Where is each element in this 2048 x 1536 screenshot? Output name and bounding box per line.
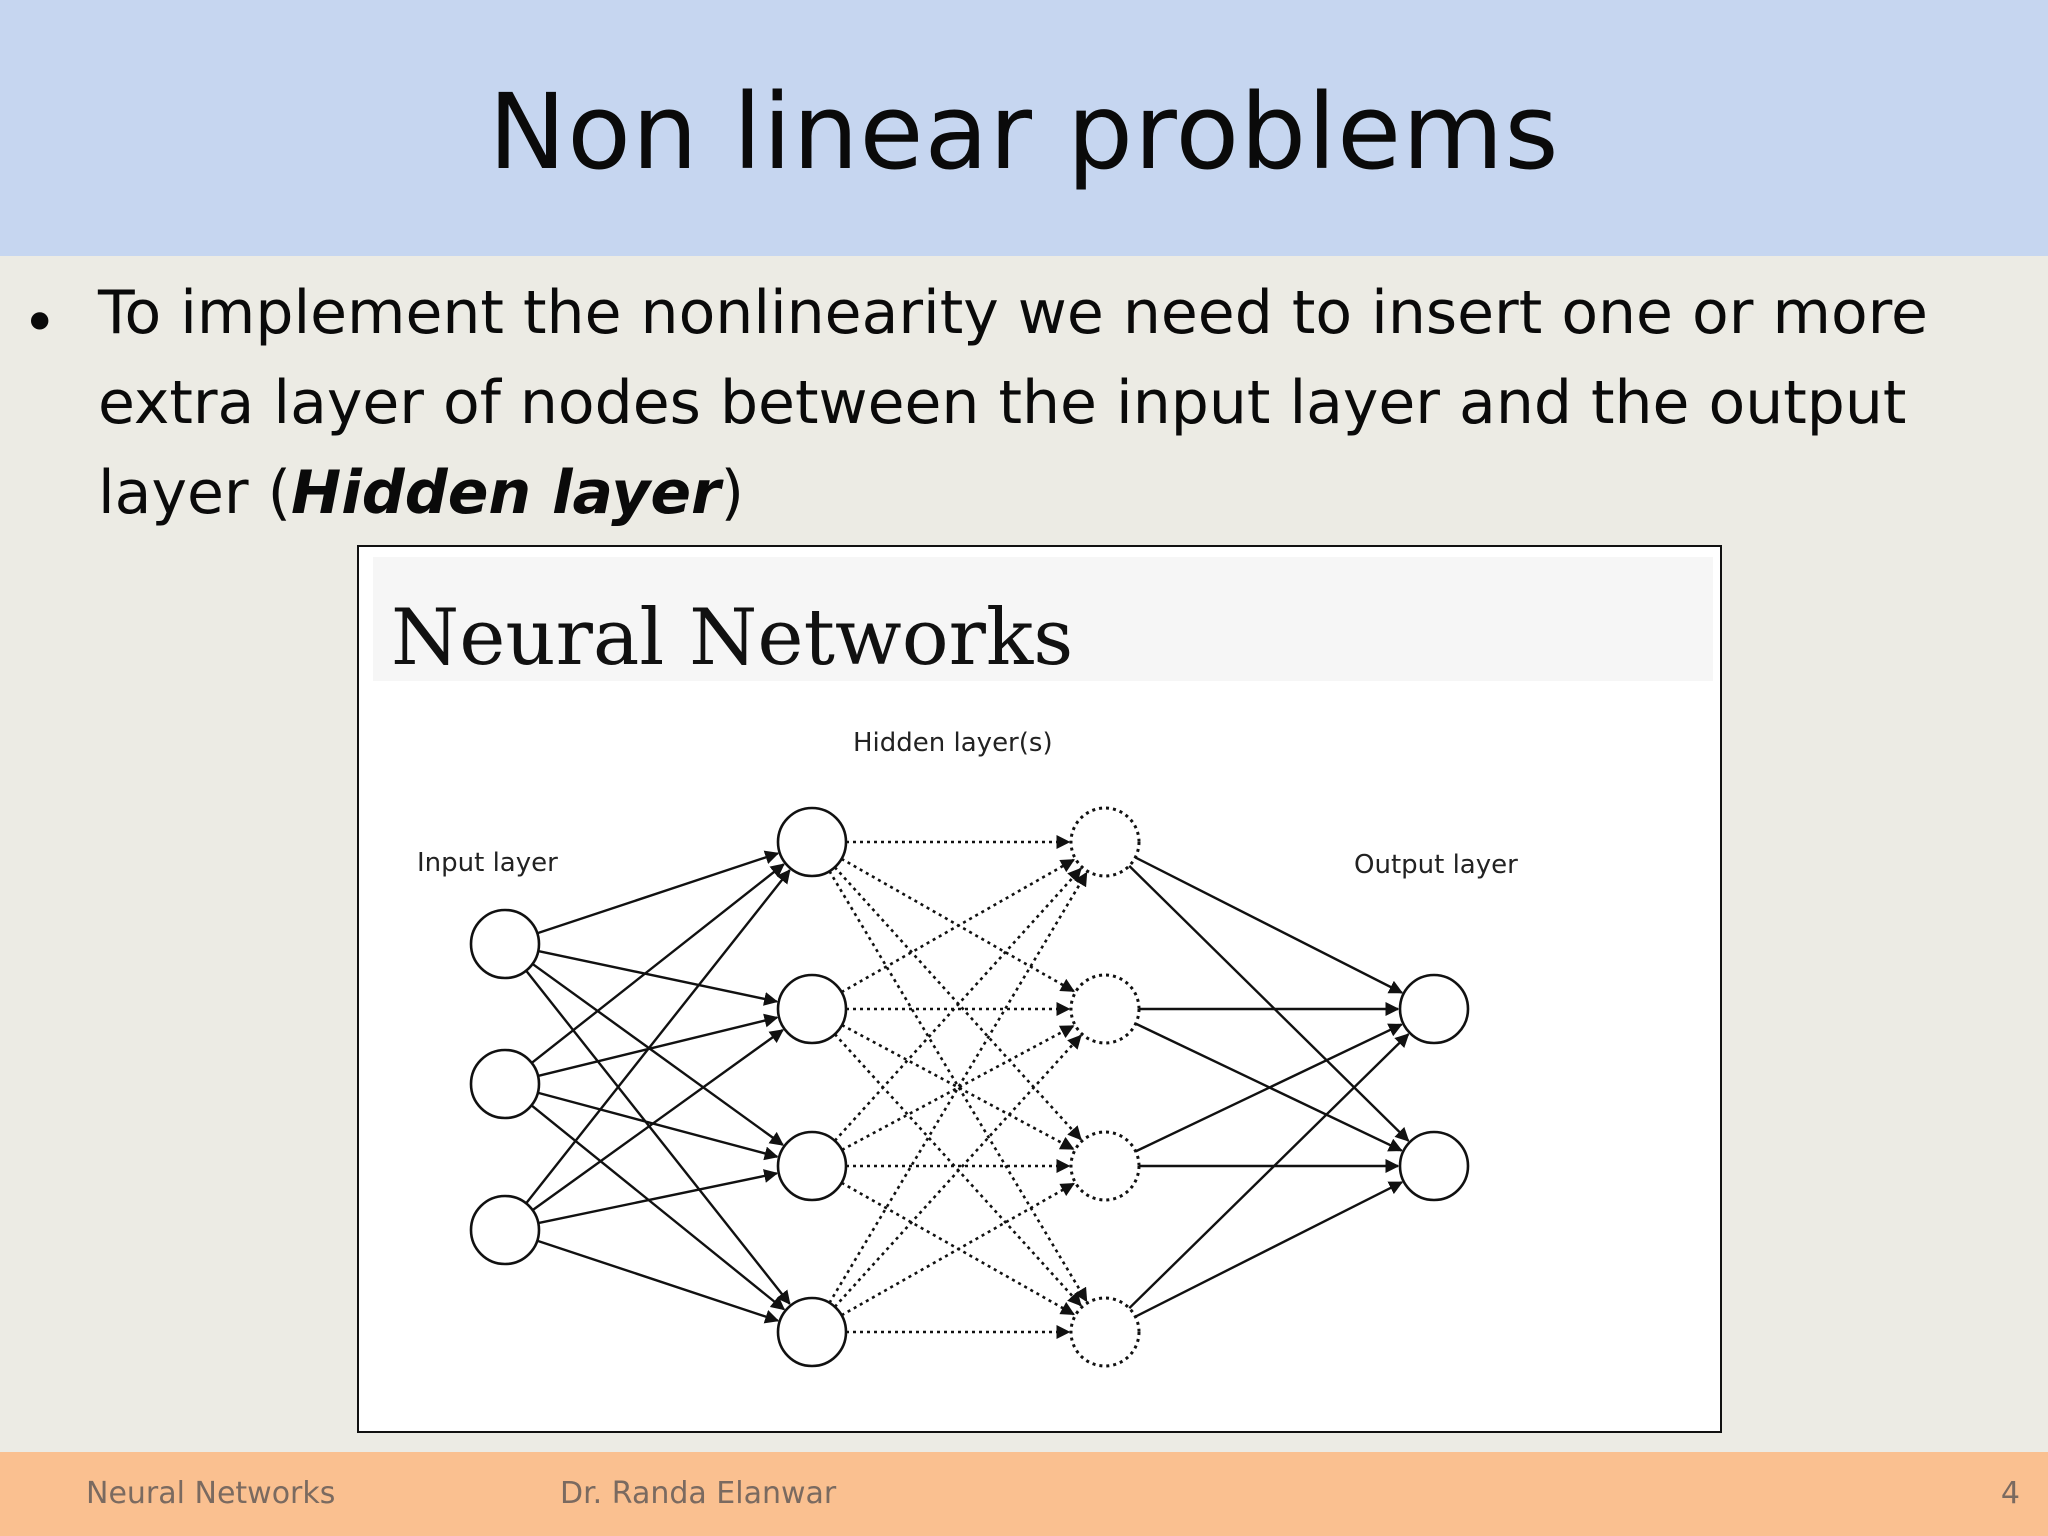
input-layer-label: Input layer (417, 848, 558, 878)
edge-input-3-to-hidden1-4 (536, 1239, 780, 1324)
edges (525, 835, 1410, 1339)
edge-hidden1-2-to-hidden2-1 (840, 858, 1075, 994)
output-node-2 (1398, 1130, 1470, 1202)
input-node-3 (469, 1194, 541, 1266)
edge-hidden1-2-to-hidden2-3 (841, 1023, 1075, 1151)
edge-hidden1-4-to-hidden2-2 (833, 1034, 1082, 1308)
edge-hidden2-3-to-output-1 (1135, 1023, 1403, 1153)
edge-input-2-to-hidden1-4 (530, 1104, 786, 1311)
edge-hidden1-4-to-hidden2-3 (840, 1182, 1075, 1317)
edge-hidden2-4-to-output-2 (1134, 1181, 1404, 1318)
hidden2-node-3 (1069, 1130, 1141, 1202)
edge-input-2-to-hidden1-3 (537, 1091, 779, 1161)
hidden1-node-3 (776, 1130, 848, 1202)
bullet-text-bold: Hidden layer (291, 458, 721, 528)
hidden2-node-2 (1069, 973, 1141, 1045)
page-number: 4 (2000, 1476, 2020, 1511)
footer-left: Neural Networks (86, 1476, 336, 1511)
input-node-2 (469, 1048, 541, 1120)
hidden1-node-1 (776, 806, 848, 878)
nodes (469, 806, 1470, 1368)
input-node-1 (469, 908, 541, 980)
hidden2-node-1 (1069, 806, 1141, 878)
output-node-1 (1398, 973, 1470, 1045)
bullet-text-before: To implement the nonlinearity we need to… (98, 278, 1928, 528)
edge-input-3-to-hidden1-1 (525, 869, 791, 1205)
edge-input-2-to-hidden1-2 (537, 1013, 779, 1078)
hidden1-node-4 (776, 1296, 848, 1368)
bullet-text-after: ) (720, 458, 745, 528)
bullet-marker: • (22, 288, 58, 358)
edge-hidden1-3-to-hidden2-2 (841, 1024, 1075, 1152)
edge-hidden1-3-to-hidden2-1 (833, 867, 1082, 1142)
edge-input-3-to-hidden1-2 (531, 1029, 784, 1212)
bullet-text: To implement the nonlinearity we need to… (98, 268, 1998, 538)
edge-input-1-to-hidden1-2 (538, 949, 779, 1006)
neural-network-diagram: Neural Networks Input layer Hidden layer… (357, 545, 1722, 1433)
edge-hidden2-4-to-output-1 (1128, 1033, 1410, 1310)
diagram-title: Neural Networks (391, 593, 1074, 683)
diagram-title-band: Neural Networks (373, 557, 1713, 683)
footer-author: Dr. Randa Elanwar (560, 1476, 837, 1511)
edge-input-2-to-hidden1-1 (530, 863, 785, 1064)
output-layer-label: Output layer (1354, 850, 1518, 880)
edge-input-1-to-hidden1-4 (525, 969, 791, 1305)
edge-hidden2-1-to-output-2 (1128, 865, 1410, 1142)
hidden-layer-label: Hidden layer(s) (853, 728, 1053, 758)
hidden1-node-2 (776, 973, 848, 1045)
footer: Neural Networks Dr. Randa Elanwar 4 (0, 1452, 2048, 1536)
edge-hidden2-1-to-output-1 (1134, 856, 1404, 994)
title-bar: Non linear problems (0, 0, 2048, 256)
edge-input-1-to-hidden1-1 (536, 850, 780, 935)
edge-input-1-to-hidden1-3 (531, 962, 784, 1146)
network-graph: Input layer Hidden layer(s) Output layer (417, 728, 1518, 1368)
edge-input-3-to-hidden1-3 (538, 1169, 779, 1225)
hidden2-node-4 (1069, 1296, 1141, 1368)
slide-title: Non linear problems (488, 71, 1560, 193)
